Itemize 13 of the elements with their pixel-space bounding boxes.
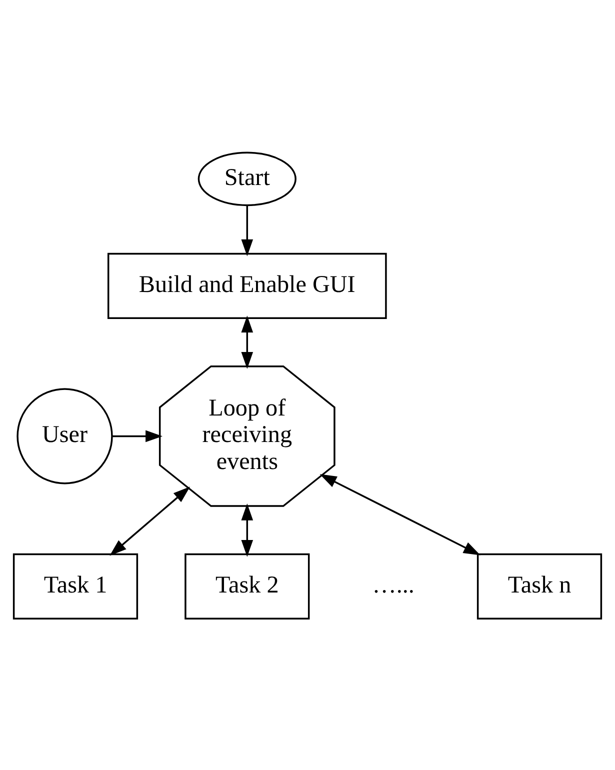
node-circle: User — [16, 388, 113, 484]
node-box: Task 2 — [184, 552, 310, 619]
arrow — [112, 430, 162, 442]
label: …... — [372, 570, 414, 598]
arrow — [241, 205, 254, 256]
arrow — [110, 486, 190, 556]
arrow — [241, 503, 254, 556]
arrow — [320, 474, 480, 555]
node-box: Task n — [476, 552, 602, 619]
node-box: Build and Enable GUI — [107, 252, 387, 318]
node-ellipse: Start — [198, 151, 296, 206]
node-box: Task 1 — [12, 552, 138, 619]
arrow — [241, 315, 254, 368]
